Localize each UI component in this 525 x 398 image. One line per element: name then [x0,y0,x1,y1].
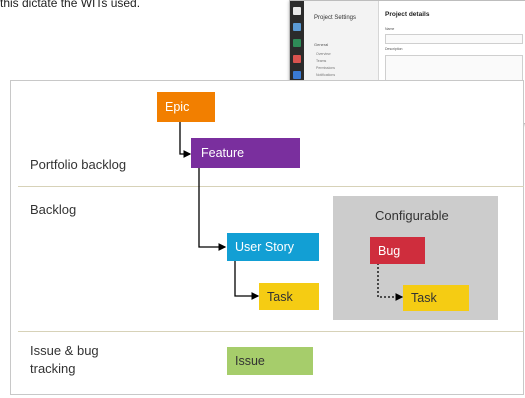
connector-bug-task [377,263,404,301]
connector-story-task [234,261,260,300]
user-story-box: User Story [227,233,319,261]
issue-box: Issue [227,347,313,375]
rail-icon [293,23,301,31]
panel-section-general: General [314,42,329,47]
row-label-portfolio: Portfolio backlog [30,157,127,172]
name-label: Name [385,27,395,31]
divider-portfolio [18,186,524,187]
configurable-label: Configurable [375,208,449,223]
rail-icon [293,55,301,63]
epic-box: Epic [157,92,215,122]
feature-box: Feature [191,138,300,168]
content-title: Project details [385,11,430,18]
connector-epic-feature [179,122,192,158]
task-box: Task [259,283,319,310]
panel-item[interactable]: Teams [316,59,327,63]
divider-backlog [18,331,524,332]
panel-title: Project Settings [314,15,357,21]
rail-icon [293,7,301,15]
panel-item[interactable]: Notifications [316,73,336,77]
panel-item[interactable]: Permissions [316,66,336,70]
bug-box: Bug [370,237,425,264]
row-label-backlog: Backlog [30,202,77,217]
rail-icon [293,71,301,79]
name-field[interactable] [385,34,523,44]
bug-task-box: Task [403,285,469,311]
row-label-issue-line1: Issue & bug [30,343,99,358]
top-caption: this dictate the WITs used. [0,0,141,10]
panel-item[interactable]: Overview [316,52,331,56]
rail-icon [293,39,301,47]
row-label-issue-line2: tracking [30,361,76,376]
description-label: Description [385,47,403,51]
connector-feature-story [198,168,227,251]
